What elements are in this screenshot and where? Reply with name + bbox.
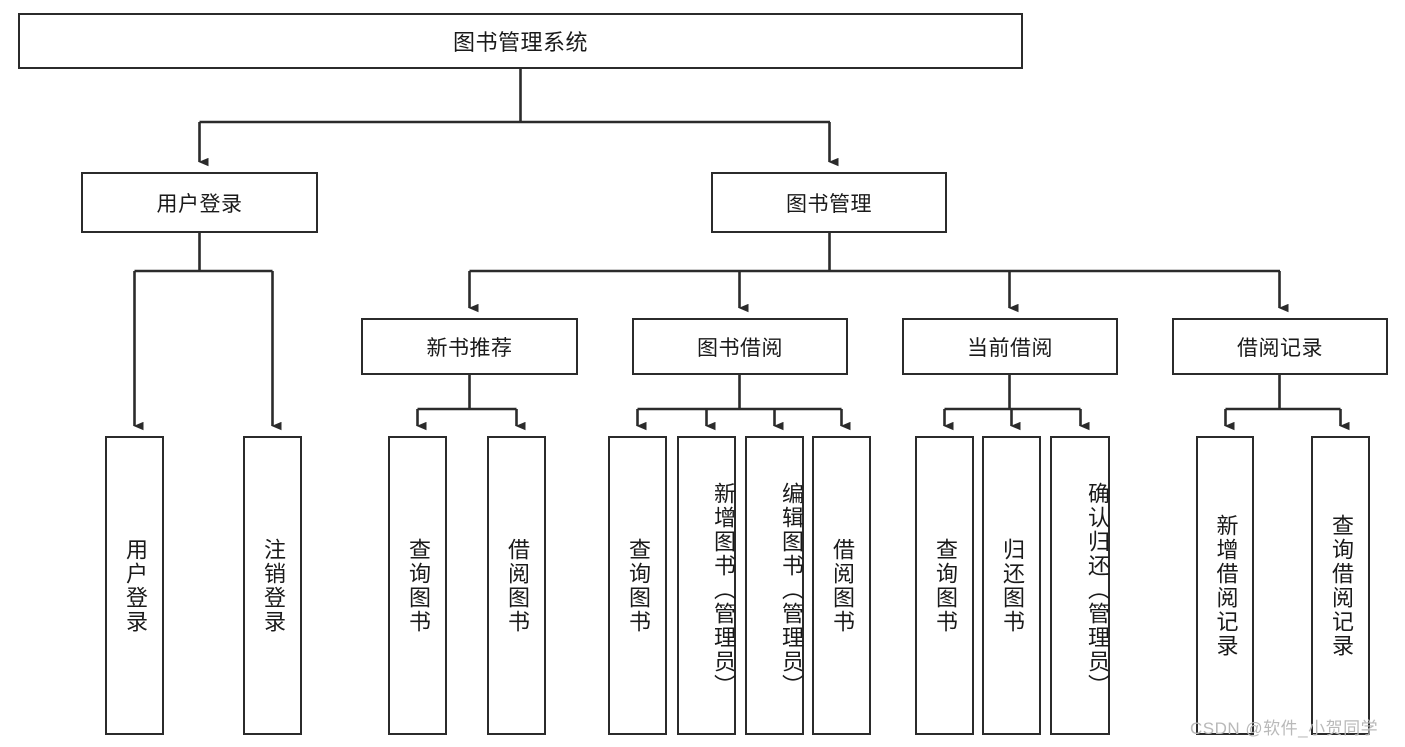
node-current-borrow[interactable]: 当前借阅 [902,318,1118,375]
node-leaf-add-book-admin-label: 新增图书（管理员） [711,481,736,698]
node-leaf-edit-book-admin-label: 编辑图书（管理员） [779,481,804,698]
node-leaf-return-book-label: 归还图书 [999,537,1025,634]
node-borrow-record-label: 借阅记录 [1237,336,1323,360]
node-book-management[interactable]: 图书管理 [711,172,947,233]
node-leaf-logout-login-label: 注销登录 [260,537,286,634]
node-user-login[interactable]: 用户登录 [81,172,318,233]
node-root-label: 图书管理系统 [452,30,588,55]
node-leaf-borrow-book-label: 借阅图书 [829,537,855,634]
node-leaf-add-book-admin[interactable]: 新增图书（管理员） [677,436,736,735]
node-book-borrow[interactable]: 图书借阅 [632,318,848,375]
node-leaf-borrow-book-rec-label: 借阅图书 [504,537,530,634]
node-leaf-query-borrow-record-label: 查询借阅记录 [1328,513,1354,658]
node-leaf-user-login-label: 用户登录 [122,537,148,634]
node-leaf-query-book-borrow-label: 查询图书 [625,537,651,634]
csdn-watermark: CSDN @软件_小贺同学 [1190,719,1379,738]
node-leaf-add-borrow-record-label: 新增借阅记录 [1213,513,1239,658]
node-current-borrow-label: 当前借阅 [967,336,1053,360]
node-leaf-query-borrow-record[interactable]: 查询借阅记录 [1311,436,1370,735]
node-leaf-add-borrow-record[interactable]: 新增借阅记录 [1196,436,1254,735]
node-leaf-query-book-current-label: 查询图书 [932,537,958,634]
node-user-login-label: 用户登录 [156,192,243,216]
node-leaf-query-book-borrow[interactable]: 查询图书 [608,436,667,735]
node-leaf-query-book-rec[interactable]: 查询图书 [388,436,447,735]
node-leaf-logout-login[interactable]: 注销登录 [243,436,302,735]
node-book-borrow-label: 图书借阅 [697,336,783,360]
node-new-book-recommend-label: 新书推荐 [426,336,513,360]
node-leaf-confirm-return-admin[interactable]: 确认归还（管理员） [1050,436,1110,735]
node-leaf-borrow-book-rec[interactable]: 借阅图书 [487,436,546,735]
node-leaf-query-book-rec-label: 查询图书 [405,537,431,634]
node-leaf-confirm-return-admin-label: 确认归还（管理员） [1085,481,1110,698]
node-leaf-query-book-current[interactable]: 查询图书 [915,436,974,735]
node-book-management-label: 图书管理 [786,192,872,216]
node-root[interactable]: 图书管理系统 [18,13,1023,69]
node-leaf-user-login[interactable]: 用户登录 [105,436,164,735]
node-leaf-return-book[interactable]: 归还图书 [982,436,1041,735]
node-leaf-borrow-book[interactable]: 借阅图书 [812,436,871,735]
node-new-book-recommend[interactable]: 新书推荐 [361,318,578,375]
node-leaf-edit-book-admin[interactable]: 编辑图书（管理员） [745,436,804,735]
node-borrow-record[interactable]: 借阅记录 [1172,318,1388,375]
